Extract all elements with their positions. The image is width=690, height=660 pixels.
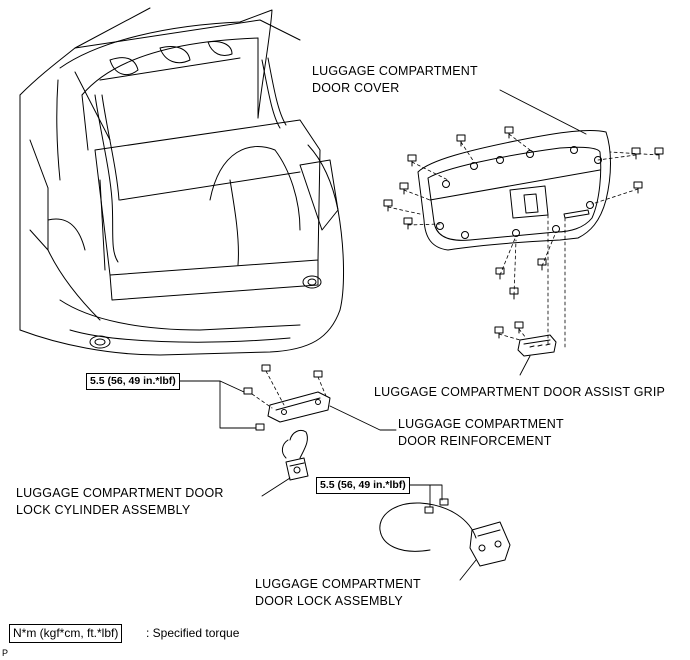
leader-lines xyxy=(179,89,587,581)
door-cover-panel xyxy=(417,129,611,251)
reinforcement-part xyxy=(243,364,331,431)
assist-grip-label: LUGGAGE COMPARTMENT DOOR ASSIST GRIP xyxy=(374,385,666,399)
door-lock-label-line2: DOOR LOCK ASSEMBLY xyxy=(255,594,403,608)
assist-grip-part xyxy=(517,334,557,357)
torque-unit-legend-box: N*m (kgf*cm, ft.*lbf) xyxy=(9,624,123,643)
car-rear-illustration xyxy=(19,7,345,356)
lock-cylinder-part xyxy=(281,429,309,481)
reinforcement-label-line1: LUGGAGE COMPARTMENT xyxy=(398,417,564,431)
door-lock-label: LUGGAGE COMPARTMENT DOOR LOCK ASSEMBLY xyxy=(255,576,421,610)
figure-code: P xyxy=(2,648,9,658)
reinforcement-label: LUGGAGE COMPARTMENT DOOR REINFORCEMENT xyxy=(398,416,564,450)
door-lock-part xyxy=(379,498,511,567)
door-cover-label: LUGGAGE COMPARTMENT DOOR COVER xyxy=(312,63,478,97)
lock-cylinder-label-line2: LOCK CYLINDER ASSEMBLY xyxy=(16,503,191,517)
torque-legend-description: : Specified torque xyxy=(146,626,240,640)
reinforcement-alignment-lines xyxy=(251,370,327,409)
cover-alignment-lines xyxy=(387,133,660,351)
torque-spec-door-lock: 5.5 (56, 49 in.*lbf) xyxy=(316,477,410,494)
torque-spec-reinforcement: 5.5 (56, 49 in.*lbf) xyxy=(86,373,180,390)
reinforcement-label-line2: DOOR REINFORCEMENT xyxy=(398,434,552,448)
door-lock-label-line1: LUGGAGE COMPARTMENT xyxy=(255,577,421,591)
lock-cylinder-label-line1: LUGGAGE COMPARTMENT DOOR xyxy=(16,486,224,500)
door-cover-label-line1: LUGGAGE COMPARTMENT xyxy=(312,64,478,78)
door-cover-label-line2: DOOR COVER xyxy=(312,81,400,95)
lock-cylinder-label: LUGGAGE COMPARTMENT DOOR LOCK CYLINDER A… xyxy=(16,485,224,519)
